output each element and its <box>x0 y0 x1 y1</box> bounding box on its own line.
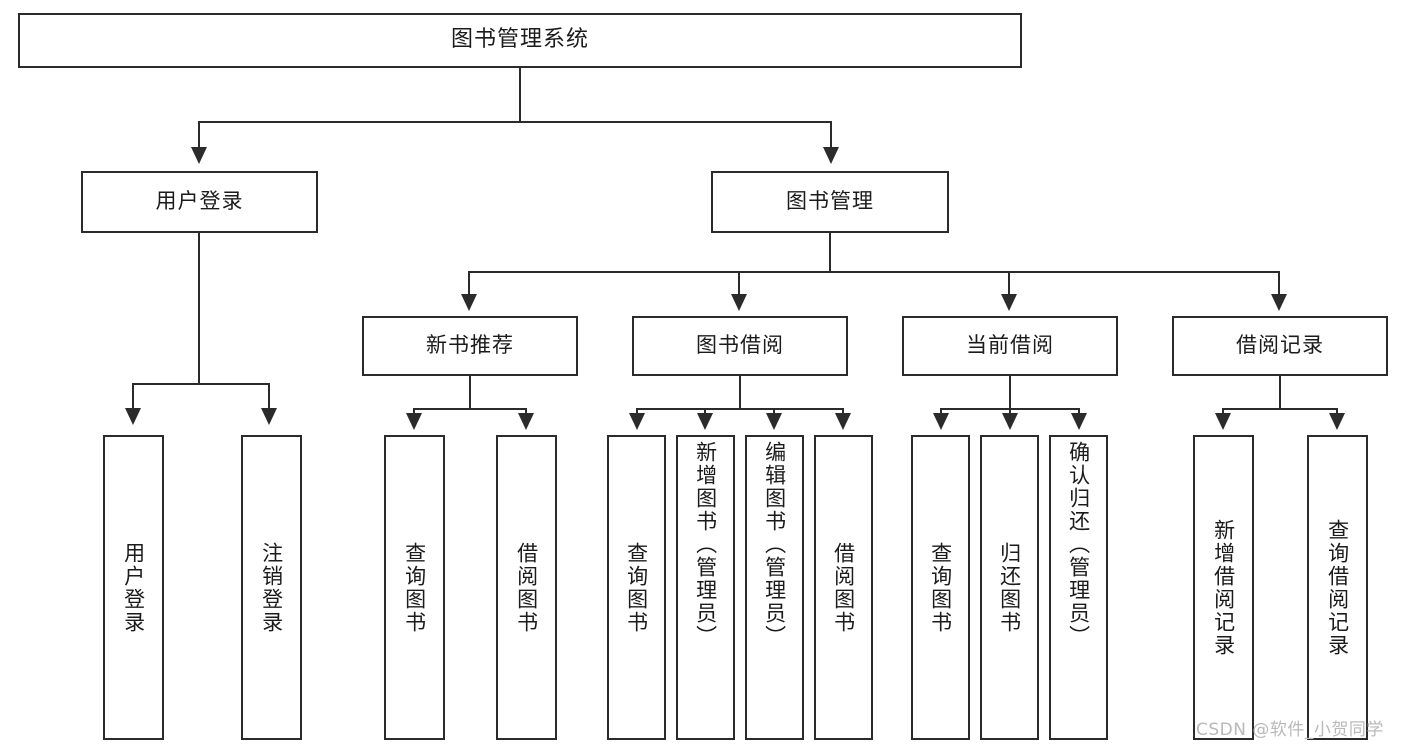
arrow-current-3 <box>1071 413 1087 430</box>
arrow-user-login-1 <box>125 408 141 425</box>
arrow-level2-1 <box>191 147 207 164</box>
node-label: 新增借阅记录 <box>1211 518 1236 657</box>
node-leaf-query-book-current[interactable]: 查询图书 <box>911 435 970 740</box>
arrow-level3-2 <box>731 294 747 311</box>
connector-borrow-bus <box>636 408 843 410</box>
connector-record-stem <box>1279 376 1281 409</box>
connector-book-mgmt-stem <box>829 233 831 272</box>
node-label: 借阅记录 <box>1236 333 1324 358</box>
arrow-level3-4 <box>1271 294 1287 311</box>
connector-borrow-drop-2 <box>704 408 706 415</box>
connector-borrow-stem <box>739 376 741 409</box>
node-label: 确认归还（管理员） <box>1066 441 1091 648</box>
node-leaf-user-login[interactable]: 用户登录 <box>103 435 164 740</box>
connector-root-stem <box>519 68 521 122</box>
connector-recommend-stem <box>469 376 471 409</box>
connector-user-login-drop-2 <box>268 383 270 410</box>
connector-record-drop-1 <box>1222 408 1224 415</box>
node-leaf-query-book-borrow[interactable]: 查询图书 <box>607 435 666 740</box>
arrow-level2-2 <box>823 147 839 164</box>
node-new-book-recommend[interactable]: 新书推荐 <box>362 316 578 376</box>
node-user-login[interactable]: 用户登录 <box>81 171 318 233</box>
node-label: 注销登录 <box>259 541 284 634</box>
arrow-borrow-1 <box>629 413 645 430</box>
connector-level3-drop-1 <box>468 271 470 296</box>
node-leaf-query-borrow-record[interactable]: 查询借阅记录 <box>1307 435 1368 740</box>
node-current-borrow[interactable]: 当前借阅 <box>902 316 1118 376</box>
arrow-current-1 <box>933 413 949 430</box>
connector-recommend-bus <box>413 408 527 410</box>
connector-level3-drop-3 <box>1008 271 1010 296</box>
node-leaf-borrow-book[interactable]: 借阅图书 <box>814 435 873 740</box>
node-label: 查询图书 <box>928 541 953 634</box>
connector-level2-drop-2 <box>830 121 832 149</box>
node-leaf-add-borrow-record[interactable]: 新增借阅记录 <box>1193 435 1254 740</box>
node-label: 查询借阅记录 <box>1325 518 1350 657</box>
node-label: 新增图书（管理员） <box>693 441 718 648</box>
arrow-recommend-1 <box>406 413 422 430</box>
node-label: 用户登录 <box>121 541 146 634</box>
connector-level3-drop-2 <box>738 271 740 296</box>
connector-record-drop-2 <box>1336 408 1338 415</box>
node-leaf-borrow-book-recommend[interactable]: 借阅图书 <box>496 435 557 740</box>
arrow-record-2 <box>1329 413 1345 430</box>
node-label: 借阅图书 <box>831 541 856 634</box>
node-label: 查询图书 <box>402 541 427 634</box>
node-leaf-edit-book-admin[interactable]: 编辑图书（管理员） <box>745 435 804 740</box>
node-label: 新书推荐 <box>426 333 514 358</box>
arrow-borrow-2 <box>697 413 713 430</box>
node-leaf-query-book-recommend[interactable]: 查询图书 <box>384 435 445 740</box>
arrow-level3-1 <box>461 294 477 311</box>
connector-user-login-stem <box>198 233 200 384</box>
node-book-borrow[interactable]: 图书借阅 <box>632 316 848 376</box>
connector-record-bus <box>1222 408 1338 410</box>
connector-user-login-drop-1 <box>132 383 134 410</box>
node-borrow-record[interactable]: 借阅记录 <box>1172 316 1388 376</box>
arrow-borrow-4 <box>835 413 851 430</box>
arrow-borrow-3 <box>766 413 782 430</box>
arrow-user-login-2 <box>261 408 277 425</box>
connector-borrow-drop-3 <box>773 408 775 415</box>
connector-current-drop-2 <box>1009 408 1011 415</box>
node-label: 编辑图书（管理员） <box>762 441 787 648</box>
node-label: 图书管理系统 <box>450 27 589 53</box>
arrow-level3-3 <box>1001 294 1017 311</box>
connector-user-login-bus <box>132 383 268 385</box>
connector-recommend-drop-2 <box>525 408 527 415</box>
connector-current-drop-1 <box>940 408 942 415</box>
node-label: 图书借阅 <box>696 333 784 358</box>
node-label: 查询图书 <box>624 541 649 634</box>
node-label: 图书管理 <box>786 189 874 214</box>
watermark-text: CSDN @软件_小贺同学 <box>1196 720 1384 740</box>
arrow-recommend-2 <box>518 413 534 430</box>
connector-level3-bus <box>468 271 1280 273</box>
connector-recommend-drop-1 <box>413 408 415 415</box>
connector-level3-drop-4 <box>1278 271 1280 296</box>
node-label: 归还图书 <box>997 541 1022 634</box>
connector-current-stem <box>1009 376 1011 409</box>
connector-borrow-drop-1 <box>636 408 638 415</box>
connector-borrow-drop-4 <box>842 408 844 415</box>
arrow-record-1 <box>1215 413 1231 430</box>
node-leaf-add-book-admin[interactable]: 新增图书（管理员） <box>676 435 735 740</box>
node-leaf-logout[interactable]: 注销登录 <box>241 435 302 740</box>
connector-level2-drop-1 <box>198 121 200 149</box>
node-label: 用户登录 <box>155 189 244 214</box>
node-book-management[interactable]: 图书管理 <box>711 171 949 233</box>
connector-level2-bus <box>198 121 832 123</box>
connector-current-drop-3 <box>1078 408 1080 415</box>
node-leaf-return-book[interactable]: 归还图书 <box>980 435 1039 740</box>
arrow-current-2 <box>1002 413 1018 430</box>
node-root-book-management-system[interactable]: 图书管理系统 <box>18 13 1022 68</box>
node-label: 借阅图书 <box>514 541 539 634</box>
node-leaf-confirm-return-admin[interactable]: 确认归还（管理员） <box>1049 435 1108 740</box>
node-label: 当前借阅 <box>966 333 1054 358</box>
